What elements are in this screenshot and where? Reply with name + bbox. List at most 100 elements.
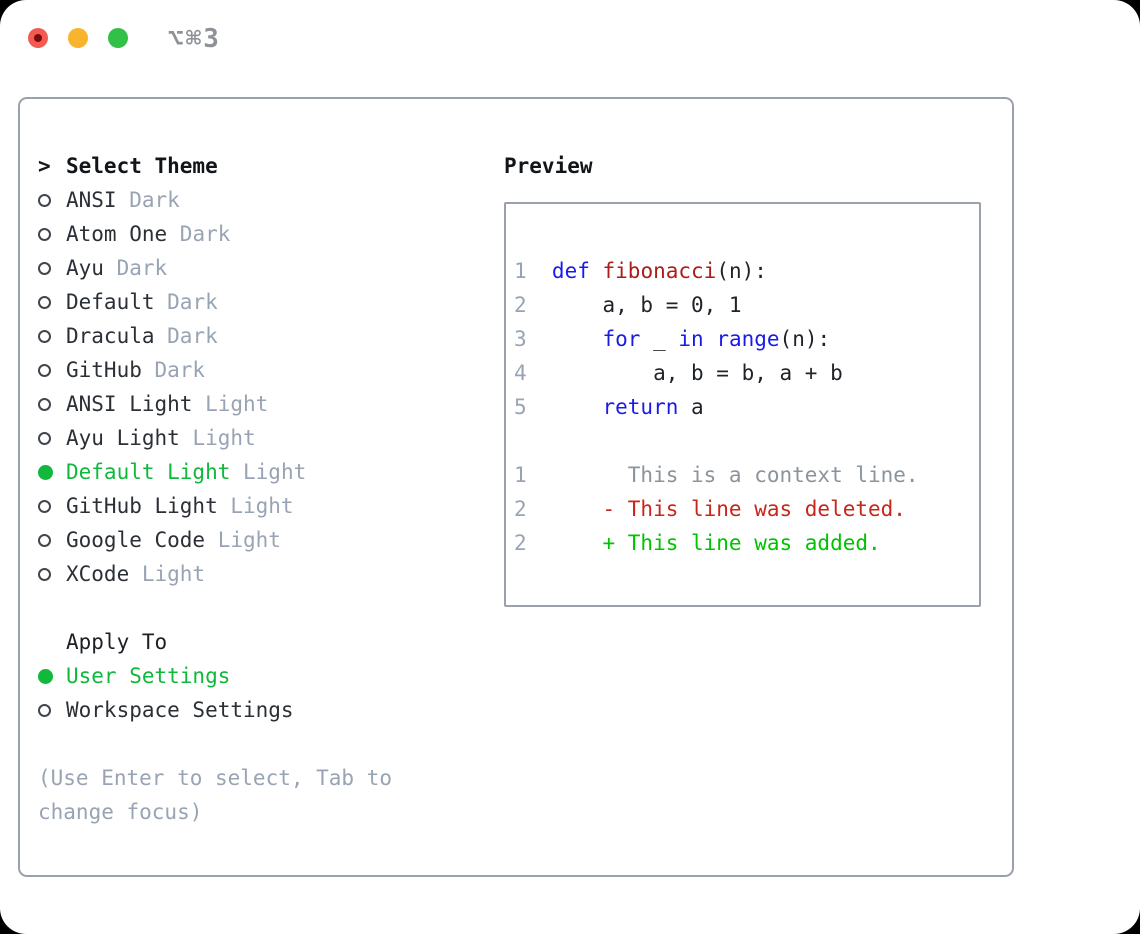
theme-option[interactable]: Default Dark xyxy=(38,285,488,319)
code-segment-deleted: - This line was deleted. xyxy=(551,497,906,521)
theme-option-variant: Light xyxy=(129,562,206,586)
diff-line: 2 - This line was deleted. xyxy=(514,492,973,526)
radio-unselected-icon xyxy=(38,261,66,275)
theme-option-label: XCode xyxy=(66,562,130,586)
traffic-lights xyxy=(28,28,128,48)
code-segment-plain xyxy=(552,322,603,356)
code-segment-context: This is a context line. xyxy=(551,463,919,487)
radio-unselected-icon xyxy=(38,363,66,377)
theme-option-label: GitHub Light xyxy=(66,494,218,518)
code-segment-plain: _ xyxy=(640,327,679,351)
line-number: 1 xyxy=(514,463,527,487)
line-number: 2 xyxy=(514,293,527,317)
theme-option-label: Ayu xyxy=(66,256,104,280)
code-line: 3 for _ in range(n): xyxy=(514,322,973,356)
theme-option-variant: Light xyxy=(230,460,307,484)
apply-option[interactable]: Workspace Settings xyxy=(38,693,488,727)
theme-option[interactable]: Dracula Dark xyxy=(38,319,488,353)
radio-circle xyxy=(38,533,51,547)
line-number: 5 xyxy=(514,395,527,419)
code-segment-plain: a, b = b, a + b xyxy=(551,361,843,385)
radio-circle xyxy=(38,363,51,377)
cursor-prompt-icon: > xyxy=(38,154,51,178)
theme-option-label: Dracula xyxy=(66,324,155,348)
code-line: 2 a, b = 0, 1 xyxy=(514,288,973,322)
radio-circle xyxy=(38,261,51,275)
line-number: 1 xyxy=(514,259,527,283)
theme-option-label: ANSI xyxy=(66,188,117,212)
code-segment-keyword: in xyxy=(678,327,704,351)
theme-option[interactable]: Atom One Dark xyxy=(38,217,488,251)
radio-circle xyxy=(38,464,53,480)
theme-option[interactable]: Google Code Light xyxy=(38,523,488,557)
code-segment-plain xyxy=(590,254,603,288)
code-segment-plain: (n): xyxy=(779,327,831,351)
line-number: 2 xyxy=(514,531,527,555)
theme-option-variant: Dark xyxy=(154,290,218,314)
code-segment-plain: a xyxy=(678,395,704,419)
radio-circle xyxy=(38,431,51,445)
diff-line: 2 + This line was added. xyxy=(514,526,973,560)
code-segment-added: + This line was added. xyxy=(551,531,881,555)
theme-option-variant: Dark xyxy=(154,324,218,348)
section-gap xyxy=(38,591,488,625)
theme-option[interactable]: ANSI Light Light xyxy=(38,387,488,421)
code-segment-plain xyxy=(704,322,717,356)
theme-option-variant: Dark xyxy=(167,222,231,246)
theme-option-variant: Dark xyxy=(141,358,206,382)
line-number: 3 xyxy=(514,327,527,351)
code-line: 4 a, b = b, a + b xyxy=(514,356,973,390)
minimize-button[interactable] xyxy=(68,28,88,48)
titlebar: ⌥⌘3 xyxy=(0,0,1140,78)
code-segment-keyword: def xyxy=(551,259,590,283)
line-number: 2 xyxy=(514,497,527,521)
preview-blank-line xyxy=(514,424,973,458)
theme-option[interactable]: Default Light Light xyxy=(38,455,488,489)
close-button[interactable] xyxy=(28,28,48,48)
theme-option-label: Ayu Light xyxy=(66,426,180,450)
theme-option[interactable]: GitHub Dark xyxy=(38,353,488,387)
theme-option-variant: Light xyxy=(205,528,281,552)
zoom-button[interactable] xyxy=(108,28,128,48)
theme-option-label: Google Code xyxy=(66,528,206,552)
apply-option-label: Workspace Settings xyxy=(66,698,294,722)
keyboard-hint: (Use Enter to select, Tab to change focu… xyxy=(38,766,393,824)
apply-to-title: Apply To xyxy=(66,630,168,654)
radio-unselected-icon xyxy=(38,329,66,343)
radio-unselected-icon xyxy=(38,295,66,309)
apply-option[interactable]: User Settings xyxy=(38,659,488,693)
theme-option-label: Default xyxy=(66,290,155,314)
theme-option[interactable]: Ayu Light Light xyxy=(38,421,488,455)
close-modified-dot-icon xyxy=(34,34,42,42)
theme-option-variant: Light xyxy=(192,392,269,416)
theme-list-header: > Select Theme xyxy=(38,149,488,183)
radio-circle xyxy=(38,499,51,513)
theme-option[interactable]: XCode Light xyxy=(38,557,488,591)
theme-option-label: Default Light xyxy=(66,460,231,484)
radio-circle xyxy=(38,295,51,309)
theme-option[interactable]: ANSI Dark xyxy=(38,183,488,217)
theme-list-title: Select Theme xyxy=(66,154,218,178)
code-segment-keyword: for xyxy=(602,327,641,351)
theme-option-variant: Dark xyxy=(103,256,168,280)
theme-option-label: GitHub xyxy=(66,358,142,382)
diff-preview: 1 This is a context line. 2 - This line w… xyxy=(514,458,973,560)
radio-circle xyxy=(38,397,51,411)
radio-circle xyxy=(38,567,51,581)
code-segment-function: fibonacci xyxy=(602,259,717,283)
radio-unselected-icon xyxy=(38,431,66,445)
radio-circle xyxy=(38,703,51,717)
apply-to-header: Apply To xyxy=(38,625,488,659)
theme-option[interactable]: Ayu Dark xyxy=(38,251,488,285)
window-title: ⌥⌘3 xyxy=(168,24,221,54)
radio-unselected-icon xyxy=(38,499,66,513)
theme-option[interactable]: GitHub Light Light xyxy=(38,489,488,523)
